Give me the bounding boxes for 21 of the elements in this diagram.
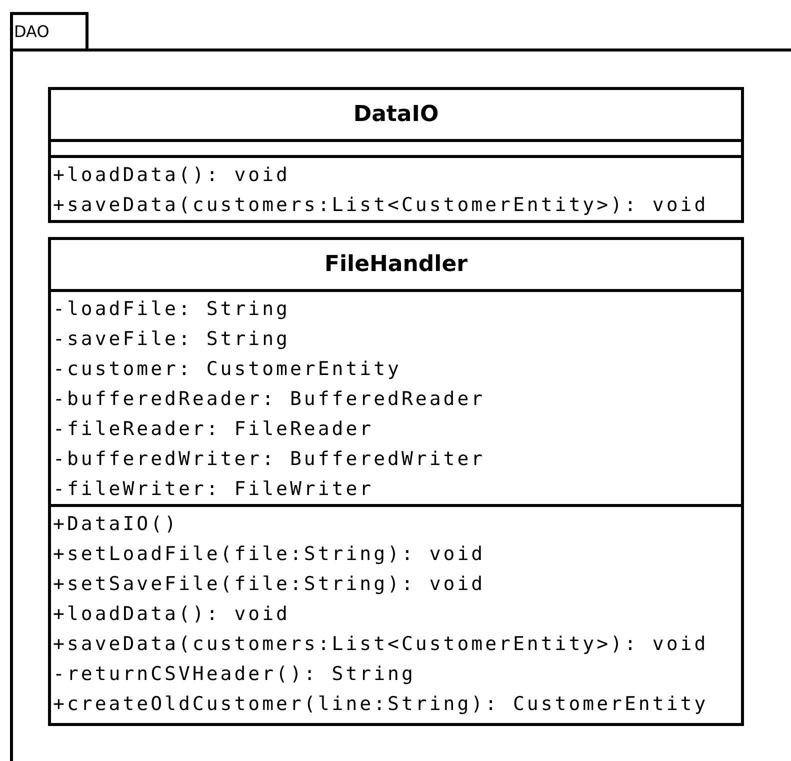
attribute-text: -fileWriter: FileWriter xyxy=(53,477,374,502)
method-text: +loadData(): void xyxy=(53,163,290,188)
method-text: +DataIO() xyxy=(53,512,178,537)
attribute-text: -customer: CustomerEntity xyxy=(53,357,402,382)
class-name: DataIO xyxy=(353,102,439,127)
method-text: +saveData(customers:List<CustomerEntity>): void xyxy=(53,193,708,218)
class-name: FileHandler xyxy=(324,252,468,277)
attribute-text: -saveFile: String xyxy=(53,327,290,352)
method-text: +saveData(customers:List<CustomerEntity>): void xyxy=(53,632,708,657)
class-box xyxy=(48,237,744,726)
method-text: +setSaveFile(file:String): void xyxy=(53,572,486,597)
attribute-text: -fileReader: FileReader xyxy=(53,417,374,442)
method-text: -returnCSVHeader(): String xyxy=(53,662,416,687)
package-name: DAO xyxy=(14,22,50,41)
method-text: +loadData(): void xyxy=(53,602,290,627)
method-text: +createOldCustomer(line:String): CustomerEntity xyxy=(53,692,708,717)
class-box xyxy=(48,87,744,223)
attribute-text: -bufferedWriter: BufferedWriter xyxy=(53,447,486,472)
method-text: +setLoadFile(file:String): void xyxy=(53,542,486,567)
attribute-text: -loadFile: String xyxy=(53,297,290,322)
attribute-text: -bufferedReader: BufferedReader xyxy=(53,387,486,412)
